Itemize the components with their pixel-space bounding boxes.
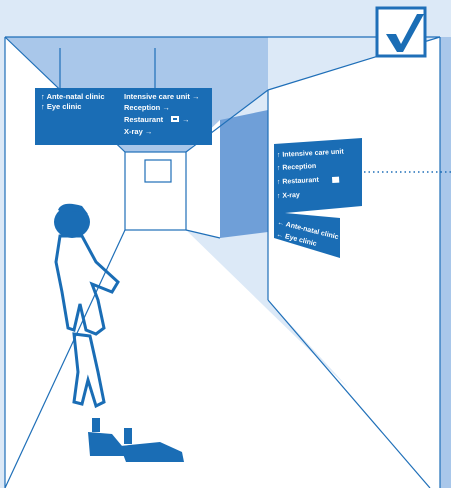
ceiling-sign-right-item-2: Reception → <box>124 103 170 112</box>
corridor-end <box>125 152 186 230</box>
ceiling-sign-right-item-1: Intensive care unit → <box>124 92 199 101</box>
wall-sign-upper-item-4: ↑ X-ray <box>277 192 300 200</box>
ceiling-sign: ↑ Ante-natal clinic ↑ Eye clinic Intensi… <box>35 88 212 145</box>
right-edge-strip <box>440 37 451 488</box>
ceiling-sign-right-item-3: Restaurant <box>124 115 164 124</box>
person-ankle-left <box>92 418 100 432</box>
ceiling-sign-right-item-3-arrow: → <box>182 115 190 124</box>
side-door-panel <box>220 110 268 238</box>
ceiling-sign-right-item-4: X-ray → <box>124 127 152 136</box>
check-box <box>377 8 425 56</box>
ceiling-sign-left-item-1: ↑ Ante-natal clinic <box>41 92 105 101</box>
cutlery-icon-detail <box>173 118 177 120</box>
person-ankle-right <box>124 428 132 444</box>
wall-cutlery-icon <box>332 177 339 183</box>
ceiling-sign-left-item-2: ↑ Eye clinic <box>41 102 81 111</box>
